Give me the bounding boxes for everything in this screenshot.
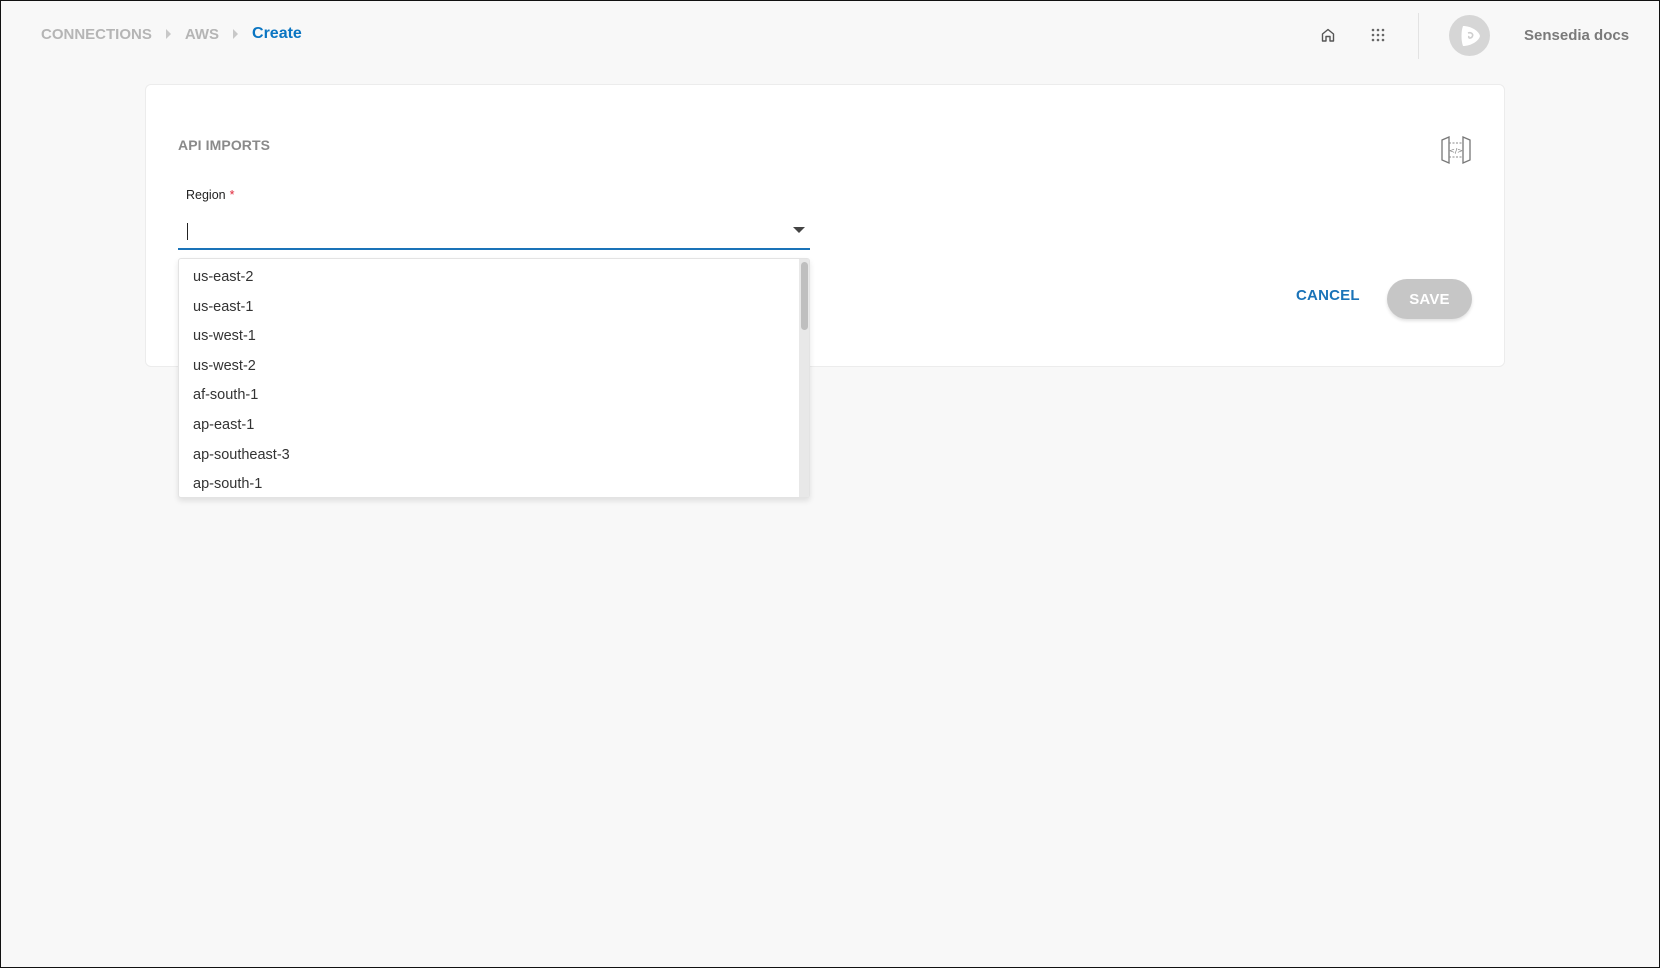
breadcrumb-connections[interactable]: CONNECTIONS <box>41 25 152 43</box>
region-option-us-west-2[interactable]: us-west-2 <box>193 358 256 374</box>
chevron-right-icon <box>165 29 171 39</box>
region-label-text: Region <box>186 188 226 202</box>
apps-grid-icon <box>1371 28 1385 42</box>
region-input[interactable] <box>178 211 810 250</box>
chevron-right-icon <box>233 29 239 39</box>
top-bar: CONNECTIONS AWS Create Sensedia docs <box>1 1 1660 71</box>
dropdown-scrollbar-thumb[interactable] <box>801 262 808 330</box>
svg-text:</>: </> <box>1449 147 1463 155</box>
region-option-us-east-1[interactable]: us-east-1 <box>193 299 254 315</box>
caret-down-icon[interactable] <box>793 227 805 233</box>
header-divider <box>1418 13 1419 59</box>
avatar[interactable] <box>1449 15 1490 56</box>
section-title: API IMPORTS <box>178 137 271 153</box>
region-option-ap-southeast-3[interactable]: ap-southeast-3 <box>193 447 290 463</box>
sensedia-logo-icon <box>1461 25 1480 46</box>
apps-menu-button[interactable] <box>1366 23 1390 47</box>
cancel-button[interactable]: CANCEL <box>1296 287 1360 304</box>
user-name[interactable]: Sensedia docs <box>1524 27 1630 44</box>
breadcrumb-create: Create <box>252 25 302 42</box>
required-asterisk: * <box>229 188 235 202</box>
breadcrumb-aws[interactable]: AWS <box>184 25 220 43</box>
region-dropdown-list: us-east-2 us-east-1 us-west-1 us-west-2 … <box>178 258 810 498</box>
home-icon <box>1321 28 1335 42</box>
home-button[interactable] <box>1316 23 1340 47</box>
api-gateway-icon: </> <box>1441 136 1471 164</box>
save-button[interactable]: SAVE <box>1387 279 1472 319</box>
dropdown-scrollbar[interactable] <box>799 259 809 497</box>
region-option-ap-east-1[interactable]: ap-east-1 <box>193 417 255 433</box>
region-option-us-west-1[interactable]: us-west-1 <box>193 328 256 344</box>
region-option-ap-south-1[interactable]: ap-south-1 <box>193 476 263 492</box>
text-cursor <box>187 223 188 240</box>
region-option-us-east-2[interactable]: us-east-2 <box>193 269 254 285</box>
breadcrumb: CONNECTIONS AWS Create <box>41 25 302 43</box>
region-option-af-south-1[interactable]: af-south-1 <box>193 387 259 403</box>
region-label: Region* <box>186 188 235 202</box>
